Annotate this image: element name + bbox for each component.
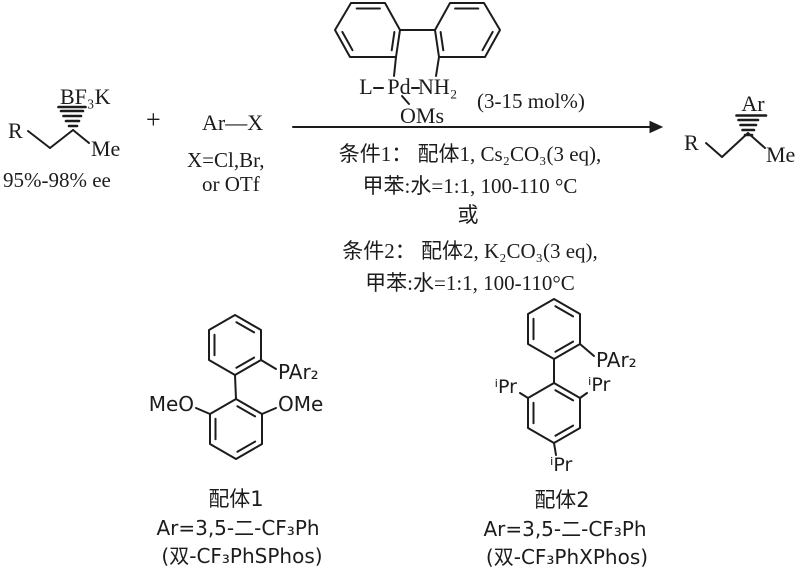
aryl-halide: Ar—X X=Cl,Br, or OTf <box>187 110 265 196</box>
benzene-ring-outline <box>334 2 401 58</box>
ligand2-phosphine-label: PAr₂ <box>596 348 637 372</box>
substrate-me-label: Me <box>91 136 120 161</box>
pd-oms-bond <box>401 95 410 105</box>
product-ar-label: Ar <box>741 91 765 116</box>
double-bond-line <box>439 31 445 52</box>
ligand2-ipr-right-label: ⁱPr <box>588 374 611 396</box>
condition2-line2: 甲苯:水=1:1, 100-110°C <box>365 271 575 295</box>
aryl-halide-formula: Ar—X <box>202 110 263 135</box>
catalyst-loading: (3-15 mol%) <box>477 89 585 113</box>
double-bond-line <box>235 321 256 334</box>
catalyst-l-label: L <box>359 74 372 99</box>
biaryl-bond <box>234 374 237 400</box>
bond-line <box>27 130 51 149</box>
catalyst-structure: L Pd NH₂ OMs (3-15 mol%) <box>334 2 585 128</box>
product-structure: Ar R Me <box>684 91 795 167</box>
or-word: 或 <box>458 203 479 227</box>
bond-line <box>72 129 90 144</box>
substrate-boron-label: BF₃K <box>60 84 111 109</box>
benzene-ring-outline <box>209 398 263 460</box>
ligand1-structure: PAr₂ MeO OMe 配体1 Ar=3,5-二-CF₃Ph (双-CF₃Ph… <box>149 314 323 568</box>
catalyst-nh2-label: NH₂ <box>418 74 457 99</box>
bond-line <box>721 132 749 158</box>
carbon-n-bond <box>435 56 440 77</box>
double-bond-line <box>554 424 575 437</box>
double-bond-line <box>554 305 575 318</box>
benzene-ring-outline <box>434 2 501 58</box>
c-ipr-bond <box>579 392 588 399</box>
ee-note: 95%-98% ee <box>3 168 111 192</box>
ligand2-structure: PAr₂ ⁱPr ⁱPr ⁱPr 配体2 Ar=3,5-二-CF₃Ph (双-C… <box>483 298 648 569</box>
ligand2-alias: (双-CF₃PhXPhos) <box>486 545 648 569</box>
plus-sign: + <box>146 105 161 134</box>
double-bond-line <box>554 389 575 402</box>
ligand2-ipr-bottom-label: ⁱPr <box>550 454 573 476</box>
c-ipr-bond <box>553 442 557 456</box>
double-bond-line <box>236 440 257 453</box>
c-p-bond <box>579 343 595 357</box>
double-bond-line <box>481 30 494 52</box>
arrowhead-icon <box>649 120 664 134</box>
c-o-bond <box>195 407 211 415</box>
benzene-ring <box>334 2 401 58</box>
reaction-conditions: 条件1： 配体1, Cs₂CO₃(3 eq), 甲苯:水=1:1, 100-11… <box>339 142 602 295</box>
product-me-label: Me <box>766 142 795 167</box>
ligand2-ar-definition: Ar=3,5-二-CF₃Ph <box>483 517 646 541</box>
substrate-r-label: R <box>8 118 23 143</box>
catalyst-pd-label: Pd <box>387 74 410 99</box>
double-bond-line <box>235 356 256 369</box>
ligand1-ar-definition: Ar=3,5-二-CF₃Ph <box>156 516 319 540</box>
ligand1-name: 配体1 <box>208 487 263 511</box>
catalyst-oms-label: OMs <box>400 103 444 128</box>
double-bond-line <box>390 31 396 52</box>
ligand1-phosphine-label: PAr₂ <box>278 360 319 384</box>
ligand1-ome-label: OMe <box>278 392 323 416</box>
x-definition-line2: or OTf <box>202 172 260 196</box>
c-p-bond <box>260 359 277 370</box>
c-o-bond <box>261 407 277 415</box>
ligand2-ipr-left-label: ⁱPr <box>495 376 518 398</box>
reaction-arrow <box>292 120 664 134</box>
double-bond-line <box>236 405 257 418</box>
benzene-ring <box>434 2 501 58</box>
substrate-structure: BF₃K R Me 95%-98% ee <box>3 84 120 192</box>
x-definition-line1: X=Cl,Br, <box>187 148 265 172</box>
ligand2-name: 配体2 <box>534 488 589 512</box>
benzene-ring <box>209 398 263 460</box>
double-bond-line <box>341 30 354 52</box>
benzene-ring-outline <box>527 382 581 444</box>
benzene-ring-outline <box>208 314 262 376</box>
benzene-ring <box>527 298 581 360</box>
ligand1-meo-label: MeO <box>149 392 194 416</box>
benzene-ring <box>208 314 262 376</box>
bond-line <box>705 142 723 158</box>
condition1-line2: 甲苯:水=1:1, 100-110 °C <box>363 174 578 198</box>
ligand1-alias: (双-CF₃PhSPhos) <box>161 544 322 568</box>
carbon-pd-bond <box>393 56 397 77</box>
condition2-line1: 条件2： 配体2, K₂CO₃(3 eq), <box>342 239 598 263</box>
benzene-ring <box>527 382 581 444</box>
product-r-label: R <box>684 130 699 155</box>
double-bond-line <box>554 340 575 353</box>
condition1-line1: 条件1： 配体1, Cs₂CO₃(3 eq), <box>339 142 602 166</box>
bond-line <box>49 129 74 149</box>
c-ipr-bond <box>519 392 529 399</box>
benzene-ring-outline <box>527 298 581 360</box>
